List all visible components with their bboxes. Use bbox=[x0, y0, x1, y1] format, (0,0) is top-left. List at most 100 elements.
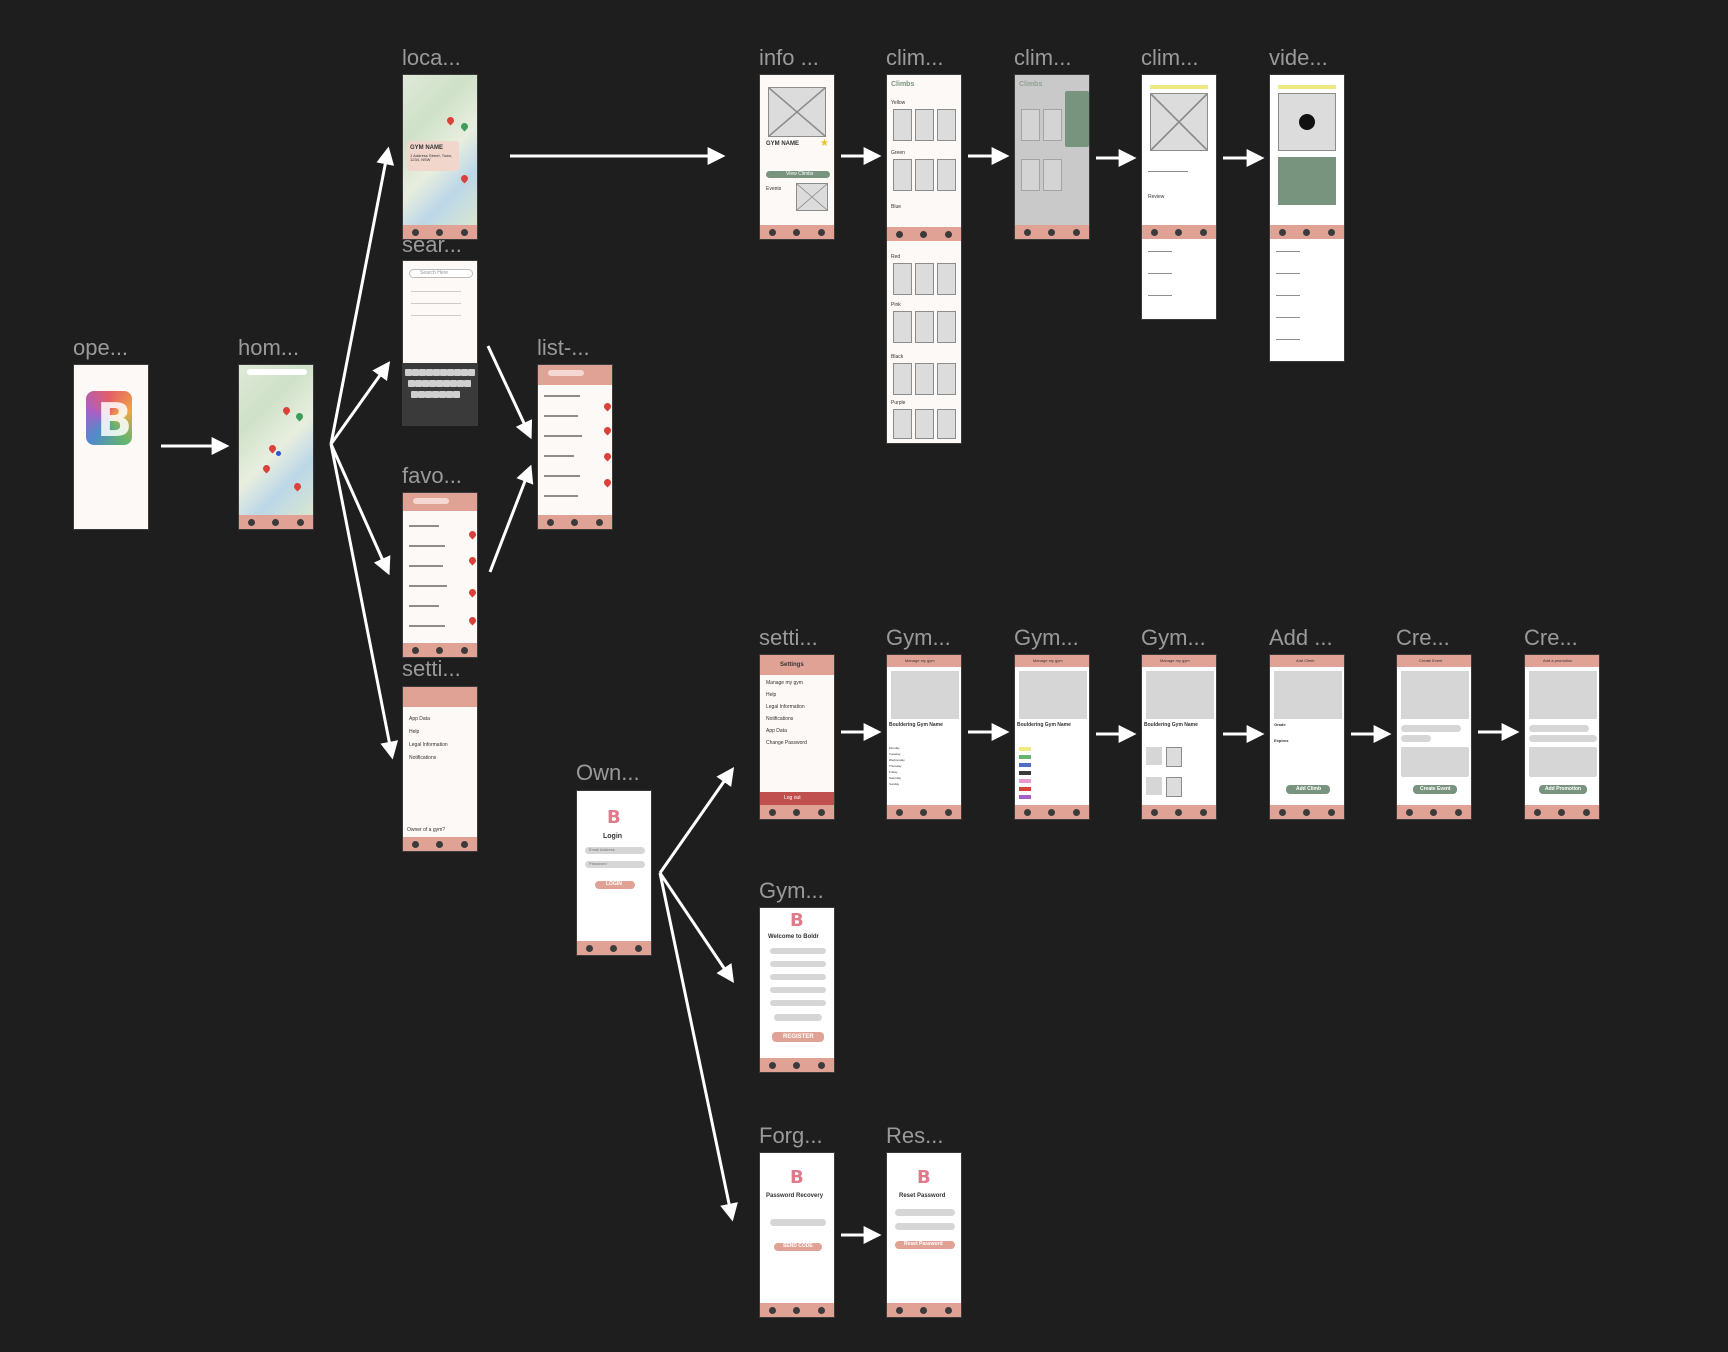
create-event-button[interactable] bbox=[1146, 747, 1162, 765]
favourites-icon[interactable] bbox=[895, 1306, 903, 1314]
near-me-icon[interactable] bbox=[920, 1306, 928, 1314]
frame-label-climbs-1[interactable]: clim... bbox=[886, 45, 944, 70]
near-me-icon[interactable] bbox=[1048, 228, 1056, 236]
keyboard-key[interactable] bbox=[425, 391, 432, 398]
settings-icon[interactable] bbox=[1200, 228, 1208, 236]
climb-thumb[interactable] bbox=[915, 409, 934, 439]
settings-icon[interactable] bbox=[1328, 228, 1336, 236]
favourites-icon[interactable] bbox=[546, 518, 554, 526]
favourites-icon[interactable] bbox=[1150, 808, 1158, 816]
frame-home[interactable] bbox=[238, 364, 314, 530]
frame-label-forgot-password[interactable]: Forg... bbox=[759, 1123, 823, 1148]
favourites-icon[interactable] bbox=[1405, 808, 1413, 816]
near-me-icon[interactable] bbox=[1048, 808, 1056, 816]
gym-pin[interactable] bbox=[602, 425, 612, 436]
near-me-icon[interactable] bbox=[793, 228, 801, 236]
promotion-thumb[interactable] bbox=[1166, 777, 1182, 797]
frame-label-climbs-3[interactable]: clim... bbox=[1141, 45, 1199, 70]
frame-label-climbs-2[interactable]: clim... bbox=[1014, 45, 1072, 70]
settings-icon[interactable] bbox=[461, 228, 469, 236]
register-button[interactable]: REGISTER bbox=[772, 1032, 824, 1042]
video-player[interactable] bbox=[1278, 93, 1336, 151]
climb-thumb[interactable] bbox=[915, 263, 934, 295]
near-me-icon[interactable] bbox=[793, 1061, 801, 1069]
settings-item[interactable]: Manage my gym bbox=[766, 680, 803, 686]
frame-label-create-promotion[interactable]: Cre... bbox=[1524, 625, 1578, 650]
grade-swatch[interactable] bbox=[1019, 763, 1031, 767]
frame-info[interactable]: GYM NAME ★ View Climbs Events bbox=[759, 74, 835, 240]
favourites-icon[interactable] bbox=[895, 230, 903, 238]
keyboard-key[interactable] bbox=[433, 369, 440, 376]
gym-pin[interactable] bbox=[602, 401, 612, 412]
frame-gym-3[interactable]: Manage my gym Bouldering Gym Name bbox=[1141, 654, 1217, 820]
keyboard-key[interactable] bbox=[432, 391, 439, 398]
settings-icon[interactable] bbox=[461, 840, 469, 848]
climb-photo-upload[interactable] bbox=[1274, 671, 1342, 719]
keyboard-key[interactable] bbox=[412, 369, 419, 376]
near-me-icon[interactable] bbox=[793, 1306, 801, 1314]
login-button[interactable]: LOGIN bbox=[595, 881, 635, 889]
frame-label-owner-login[interactable]: Own... bbox=[576, 760, 640, 785]
promotion-name-field[interactable] bbox=[1529, 725, 1589, 732]
favourites-icon[interactable] bbox=[1150, 228, 1158, 236]
settings-icon[interactable] bbox=[596, 518, 604, 526]
upload-logo-button[interactable] bbox=[774, 1014, 822, 1021]
settings-item[interactable]: App Data bbox=[766, 728, 787, 734]
frame-label-home[interactable]: hom... bbox=[238, 335, 300, 360]
event-photo-upload[interactable] bbox=[1401, 671, 1469, 719]
favourites-icon[interactable] bbox=[895, 808, 903, 816]
favourites-icon[interactable] bbox=[1278, 228, 1286, 236]
favourites-icon[interactable] bbox=[411, 840, 419, 848]
favourite-star-icon[interactable]: ★ bbox=[820, 138, 829, 149]
settings-icon[interactable] bbox=[1073, 228, 1081, 236]
frame-forgot-password[interactable]: B Password Recovery SEND CODE bbox=[759, 1152, 835, 1318]
frame-search[interactable]: Search Here bbox=[402, 260, 478, 426]
settings-icon[interactable] bbox=[1328, 808, 1336, 816]
keyboard-key[interactable] bbox=[426, 369, 433, 376]
frame-label-settings-owner[interactable]: setti... bbox=[759, 625, 818, 650]
gym-popup[interactable]: GYM NAME 1 Address Street, Town, 1234, N… bbox=[407, 141, 459, 171]
settings-item[interactable]: Notifications bbox=[766, 716, 794, 722]
owner-link[interactable]: Owner of a gym? bbox=[407, 827, 446, 833]
keyboard-key[interactable] bbox=[405, 369, 412, 376]
logout-button[interactable]: Log out bbox=[760, 792, 834, 806]
search-bar[interactable] bbox=[548, 370, 584, 376]
add-promotion-button[interactable]: Add Promotion bbox=[1539, 785, 1587, 794]
frame-label-gym-register[interactable]: Gym... bbox=[759, 878, 824, 903]
favourites-icon[interactable] bbox=[1023, 808, 1031, 816]
keyboard-key[interactable] bbox=[440, 369, 447, 376]
frame-owner-login[interactable]: B Login Email Address Password LOGIN bbox=[576, 790, 652, 956]
view-climbs-button[interactable]: View Climbs bbox=[766, 171, 830, 178]
near-me-icon[interactable] bbox=[1558, 808, 1566, 816]
keyboard-key[interactable] bbox=[446, 391, 453, 398]
search-bar[interactable] bbox=[247, 369, 307, 375]
keyboard-key[interactable] bbox=[418, 391, 425, 398]
address-field[interactable] bbox=[770, 961, 826, 967]
settings-item[interactable]: Help bbox=[409, 729, 420, 735]
send-code-button[interactable]: SEND CODE bbox=[774, 1243, 822, 1251]
settings-item[interactable]: Notifications bbox=[409, 755, 437, 761]
promotion-photo-upload[interactable] bbox=[1529, 671, 1597, 719]
near-me-icon[interactable] bbox=[436, 840, 444, 848]
settings-icon[interactable] bbox=[818, 1306, 826, 1314]
gym-pin[interactable] bbox=[602, 451, 612, 462]
climb-thumb[interactable] bbox=[937, 263, 956, 295]
settings-item[interactable]: Change Password bbox=[766, 740, 807, 746]
frame-label-list[interactable]: list-... bbox=[537, 335, 590, 360]
frame-create-event[interactable]: Create Event Create Event bbox=[1396, 654, 1472, 820]
grade-swatch[interactable] bbox=[1019, 787, 1031, 791]
frame-reset-password[interactable]: B Reset Password Reset Password bbox=[886, 1152, 962, 1318]
gym-pin[interactable] bbox=[602, 477, 612, 488]
frame-favourites[interactable] bbox=[402, 492, 478, 658]
gym-name-field[interactable] bbox=[770, 948, 826, 954]
favourites-icon[interactable] bbox=[1278, 808, 1286, 816]
frame-climbs-1[interactable]: Climbs Yellow Green Blue Red Pink Black … bbox=[886, 74, 962, 444]
near-me-icon[interactable] bbox=[793, 808, 801, 816]
event-name-field[interactable] bbox=[1401, 725, 1461, 732]
near-me-icon[interactable] bbox=[1430, 808, 1438, 816]
climb-thumb[interactable] bbox=[937, 363, 956, 395]
frame-gym-2[interactable]: Manage my gym Bouldering Gym Name bbox=[1014, 654, 1090, 820]
frame-label-video[interactable]: vide... bbox=[1269, 45, 1328, 70]
settings-icon[interactable] bbox=[461, 646, 469, 654]
grade-swatch[interactable] bbox=[1019, 755, 1031, 759]
